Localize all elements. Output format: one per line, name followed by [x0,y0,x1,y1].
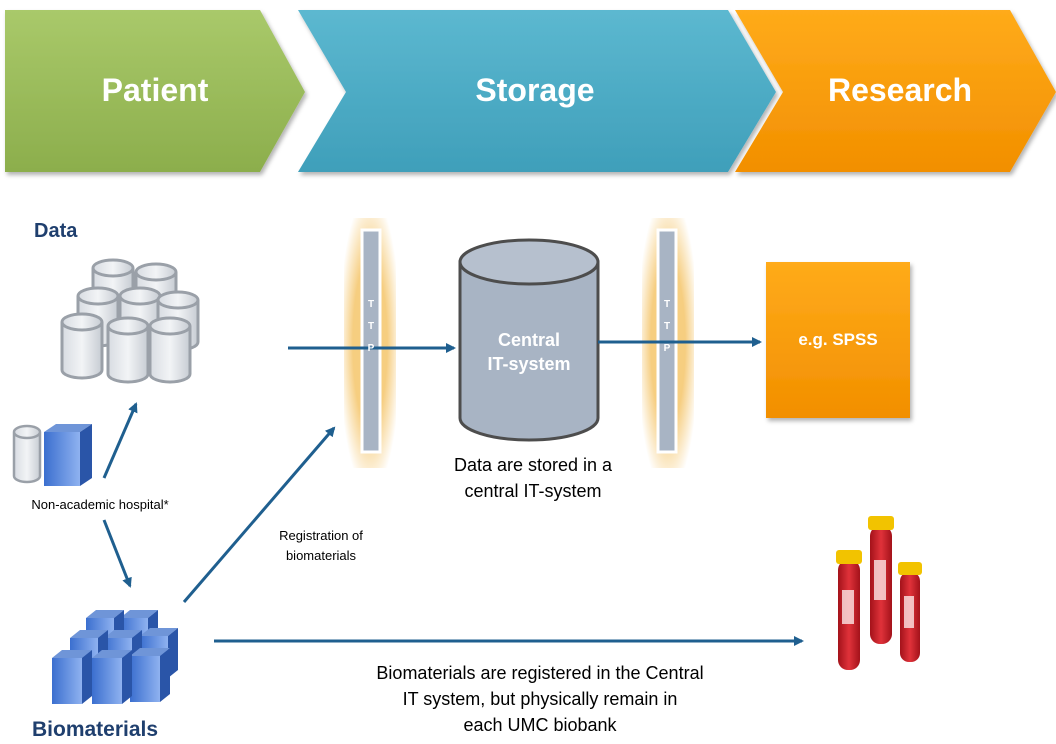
biomaterials-note: Biomaterials are registered in the Centr… [376,663,704,735]
arrow-registration [182,426,336,603]
blood-tubes-icon [836,516,922,670]
stage-label-storage: Storage [475,72,595,108]
registration-caption: Registration of biomaterials [279,528,363,563]
non-academic-hospital-label: Non-academic hospital* [31,497,169,512]
stage-label-research: Research [827,72,973,108]
data-heading: Data [34,220,78,242]
biomaterials-heading: Biomaterials [32,718,159,741]
stage-chevron-patient [5,10,305,172]
ttp-right-label: T T P [663,299,671,354]
arrow-hospital-to-biomaterials [102,519,132,588]
stage-chevron-storage [298,10,776,172]
flow-arrows [102,337,804,646]
stage-chevron-research [735,10,1056,172]
data-cylinders-icon [60,258,200,384]
spss-label: e.g. SPSS [798,330,878,349]
stage-label-patient: Patient [101,72,209,108]
central-it-system-label: Central IT-system [487,330,571,374]
non-academic-cube-icon [44,424,92,486]
non-academic-cylinder-icon [12,424,42,484]
arrow-hospital-to-data [102,402,138,479]
data-stored-caption: Data are stored in a central IT-system [453,455,613,501]
ttp-bar-left [344,218,396,468]
biomaterials-cubes-icon [52,610,178,704]
ttp-left-label: T T P [367,299,375,354]
spss-box [766,262,910,418]
central-it-system-icon [458,238,600,442]
